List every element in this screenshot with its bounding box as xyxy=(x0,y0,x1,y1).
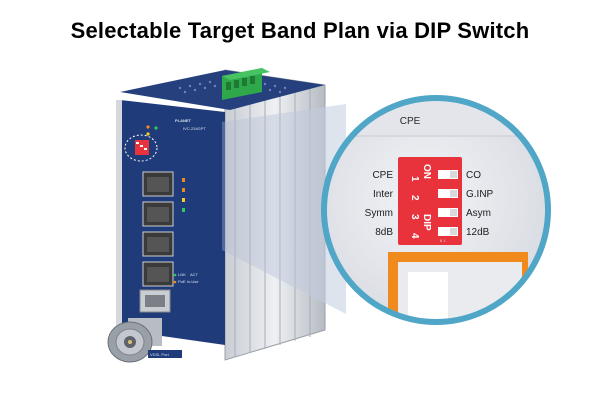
panel-dip-switch[interactable] xyxy=(135,140,149,155)
switch3-right-label: Asym xyxy=(466,208,491,219)
brand-logo: PLANET xyxy=(175,118,192,123)
switch4-left-label: 8dB xyxy=(375,227,393,238)
switch1-right-label: CO xyxy=(466,170,481,181)
led-label-act: ACT xyxy=(190,272,199,277)
switch3-left-label: Symm xyxy=(365,208,393,219)
zoom-beam xyxy=(222,104,346,314)
dip-small-label: 6 1 xyxy=(440,238,446,243)
vdsl-port-label: VDSL Port xyxy=(150,352,170,357)
zoom-dip-switch[interactable]: 1 2 3 4 ON DIP 6 1 xyxy=(398,157,462,245)
dip-number-4: 4 xyxy=(409,233,420,239)
model-label: IVC-234GPT xyxy=(183,126,206,131)
switch4-right-label: 12dB xyxy=(466,227,490,238)
dip-toggle-3[interactable] xyxy=(438,208,458,217)
dip-highlight-ring xyxy=(124,134,158,162)
zoom-header-label: CPE xyxy=(400,116,421,127)
dip-dip-label: DIP xyxy=(421,214,432,231)
switch2-right-label: G.INP xyxy=(466,189,494,200)
rj45-ports xyxy=(139,171,174,313)
dip-number-1: 1 xyxy=(409,176,420,182)
switch1-left-label: CPE xyxy=(372,170,393,181)
led-label-lnk: LNK xyxy=(178,272,186,277)
dip-zoom-callout: CPE CPE Inter Symm 8dB CO G.INP Asym 12d… xyxy=(321,95,551,325)
dip-toggle-2[interactable] xyxy=(438,189,458,198)
front-panel: PLANET IVC-234GPT xyxy=(116,100,225,345)
dip-on-label: ON xyxy=(421,164,432,179)
dip-toggle-4[interactable] xyxy=(438,227,458,236)
switch2-left-label: Inter xyxy=(373,189,394,200)
dip-number-2: 2 xyxy=(409,195,420,201)
bnc-connector: VDSL Port xyxy=(107,318,182,363)
led-label-poe: PoE In-Use xyxy=(178,279,199,284)
headline: Selectable Target Band Plan via DIP Swit… xyxy=(70,18,530,43)
dip-toggle-1[interactable] xyxy=(438,170,458,179)
power-terminal-block xyxy=(222,68,270,100)
dip-number-3: 3 xyxy=(409,214,420,220)
poe-led-column xyxy=(182,178,185,212)
